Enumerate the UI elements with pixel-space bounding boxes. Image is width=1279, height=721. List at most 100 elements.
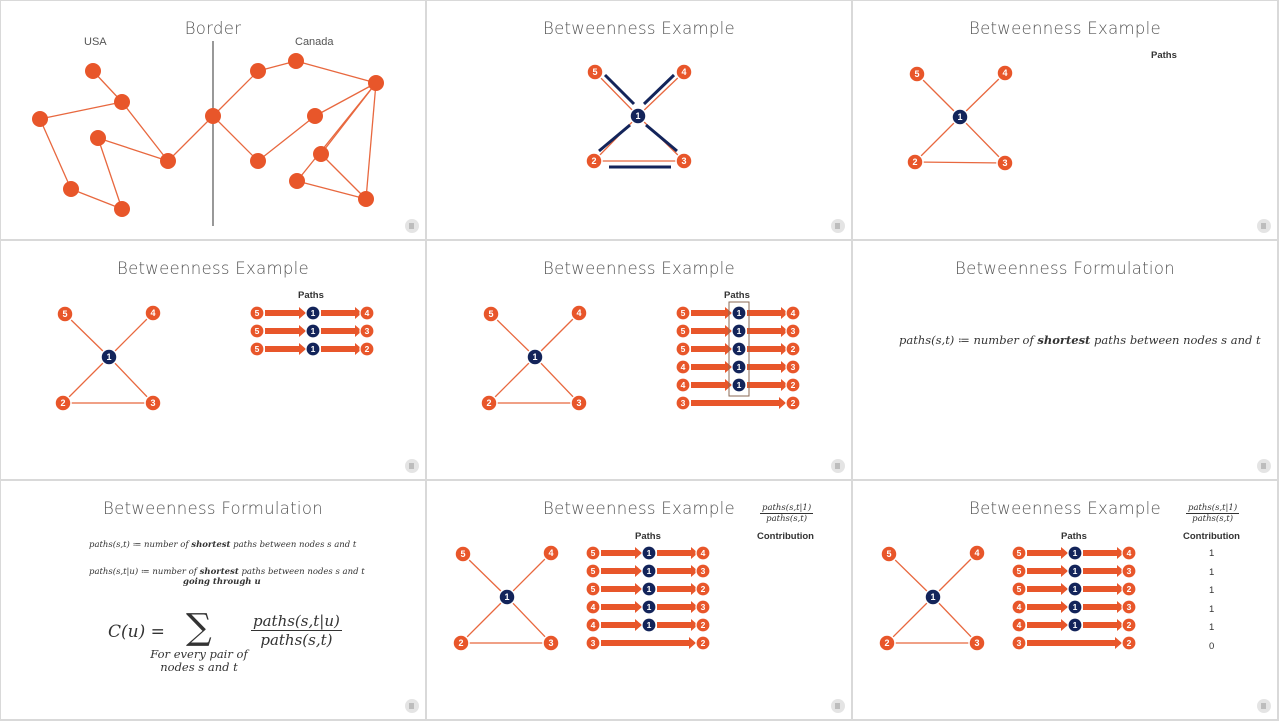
slide-betweenness-formulation[interactable]: Betweenness Formulation paths(s,t) ≔ num… xyxy=(853,241,1277,479)
path-arrow xyxy=(747,310,781,316)
path-node-label: 3 xyxy=(365,326,370,336)
node-label: 1 xyxy=(106,352,111,362)
path-node-label: 1 xyxy=(1073,548,1078,558)
path-node-label: 1 xyxy=(737,362,742,372)
path-node xyxy=(1011,563,1027,579)
path-node xyxy=(359,341,375,357)
path-arrow xyxy=(1027,640,1115,646)
path-node xyxy=(305,341,321,357)
path-arrow xyxy=(601,550,635,556)
speaker-icon[interactable] xyxy=(1257,699,1271,713)
path-arrow xyxy=(747,382,781,388)
path-arrow xyxy=(1083,604,1117,610)
node-label: 3 xyxy=(576,398,581,408)
path-arrowhead xyxy=(781,325,788,337)
slide-title: Betweenness Example xyxy=(542,259,735,278)
path-arrowhead xyxy=(1117,565,1124,577)
path-arrowhead xyxy=(635,619,642,631)
node-label: 3 xyxy=(974,638,979,648)
path-node-label: 4 xyxy=(591,620,596,630)
path-node xyxy=(675,377,691,393)
path-node xyxy=(585,563,601,579)
path-arrowhead xyxy=(355,307,362,319)
path-arrow xyxy=(657,622,691,628)
node-label: 1 xyxy=(930,592,935,602)
graph-edge xyxy=(64,313,110,358)
node-label: 2 xyxy=(884,638,889,648)
paths-header: Paths xyxy=(724,290,750,301)
path-arrow xyxy=(601,568,635,574)
path-arrowhead xyxy=(691,583,698,595)
path-arrow xyxy=(1027,604,1061,610)
node-label: 5 xyxy=(488,309,493,319)
path-arrowhead xyxy=(691,565,698,577)
paths-header: Paths xyxy=(1061,531,1087,542)
graph-node xyxy=(542,634,560,652)
path-node xyxy=(731,323,747,339)
path-node xyxy=(359,305,375,321)
speaker-icon[interactable] xyxy=(831,459,845,473)
path-arrowhead xyxy=(689,637,696,649)
path-node xyxy=(675,341,691,357)
path-node-label: 2 xyxy=(1127,638,1132,648)
path-arrow xyxy=(1027,586,1061,592)
node-label: 2 xyxy=(486,398,491,408)
path-node-label: 3 xyxy=(681,398,686,408)
slide-title: Betweenness Example xyxy=(542,19,735,38)
path-node-label: 1 xyxy=(647,602,652,612)
path-node-label: 1 xyxy=(647,548,652,558)
graph-node xyxy=(482,305,500,323)
label-usa: USA xyxy=(84,36,107,48)
path-arrowhead xyxy=(1061,547,1068,559)
speaker-icon[interactable] xyxy=(405,459,419,473)
path-node-label: 4 xyxy=(701,548,706,558)
speaker-icon[interactable] xyxy=(831,699,845,713)
slide-betweenness-example-contribution[interactable]: Betweenness Example paths(s,t|1)paths(s,… xyxy=(427,481,851,719)
graph-nodes xyxy=(585,63,693,170)
path-arrowhead xyxy=(1117,619,1124,631)
speaker-icon[interactable] xyxy=(831,219,845,233)
path-arrow xyxy=(265,346,299,352)
node-label: 4 xyxy=(150,308,155,318)
speaker-icon[interactable] xyxy=(1257,219,1271,233)
slide-betweenness-example-contribution-values[interactable]: Betweenness Example paths(s,t|1)paths(s,… xyxy=(853,481,1277,719)
path-node xyxy=(1067,617,1083,633)
speaker-icon[interactable] xyxy=(405,219,419,233)
speaker-icon[interactable] xyxy=(405,699,419,713)
path-node-label: 4 xyxy=(1127,548,1132,558)
graph-edge xyxy=(534,312,580,358)
slide-border[interactable]: Border USA Canada xyxy=(1,1,425,239)
path-arrowhead xyxy=(635,547,642,559)
node-label: 1 xyxy=(635,111,640,121)
path-node-label: 1 xyxy=(737,308,742,318)
speaker-icon[interactable] xyxy=(1257,459,1271,473)
graph-node xyxy=(454,545,472,563)
path-arrowhead xyxy=(1117,583,1124,595)
path-node-label: 2 xyxy=(791,380,796,390)
path-node-label: 2 xyxy=(701,620,706,630)
path-node-label: 2 xyxy=(701,584,706,594)
path-arrowhead xyxy=(635,565,642,577)
slide-betweenness-formulation-full[interactable]: Betweenness Formulation paths(s,t) ≔ num… xyxy=(1,481,425,719)
node-one-highlight xyxy=(728,301,750,397)
path-arrowhead xyxy=(299,307,306,319)
path-node xyxy=(785,305,801,321)
path-arrow xyxy=(691,328,725,334)
path-node-label: 5 xyxy=(591,566,596,576)
graph-node xyxy=(526,348,544,366)
path-node-label: 2 xyxy=(1127,620,1132,630)
path-arrowhead xyxy=(635,583,642,595)
path-arrow xyxy=(747,328,781,334)
